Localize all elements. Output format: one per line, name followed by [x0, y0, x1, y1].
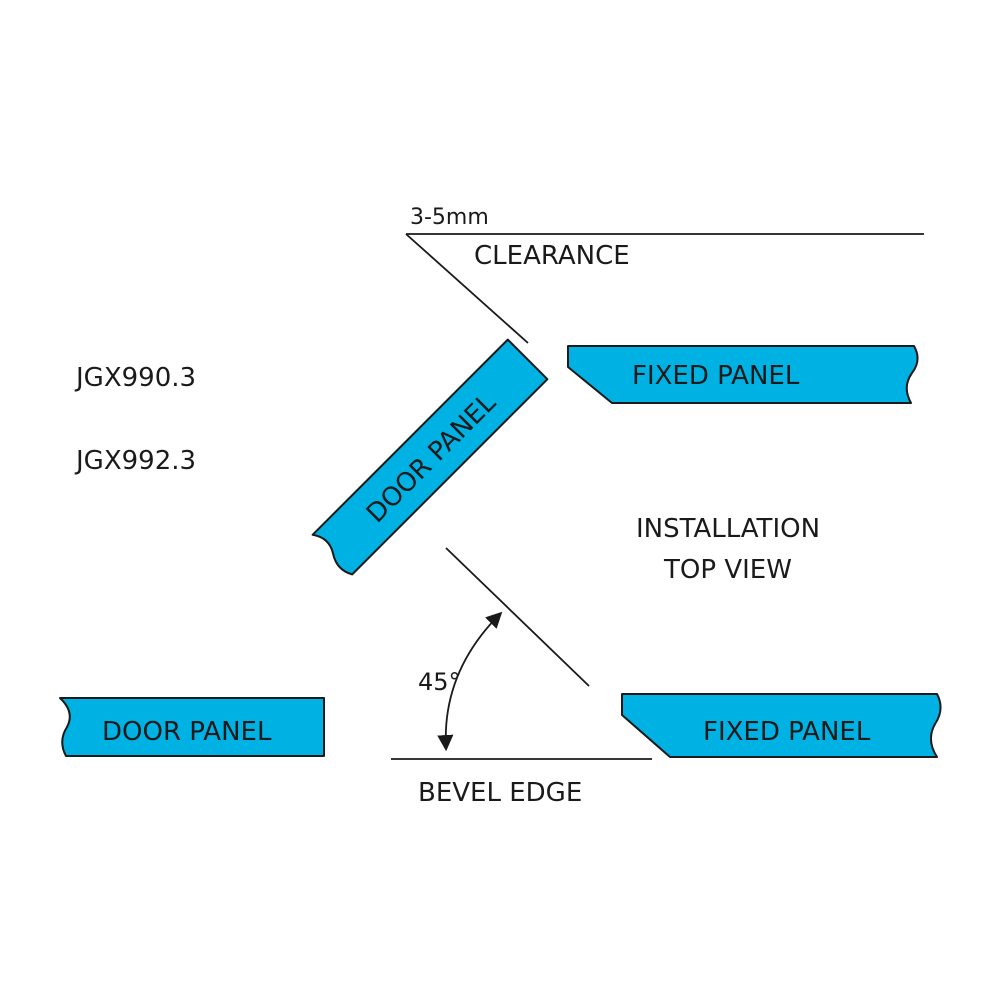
- clearance-diagonal-line: [405, 233, 529, 344]
- view-title-line1: INSTALLATION: [636, 514, 820, 544]
- fixed-panel-bottom-label: FIXED PANEL: [703, 717, 871, 747]
- fixed-panel-top-label: FIXED PANEL: [632, 361, 800, 391]
- clearance-label: CLEARANCE: [474, 241, 630, 271]
- door-panel-angled-shape: [311, 338, 549, 576]
- bevel-diagonal-line: [445, 547, 590, 687]
- fixed-panel-top: [567, 345, 919, 404]
- door-panel-angled: DOOR PANEL: [311, 338, 549, 576]
- model-number-2: JGX992.3: [74, 446, 196, 476]
- door-panel-angled-label: DOOR PANEL: [361, 388, 502, 529]
- clearance-value: 3-5mm: [410, 205, 489, 230]
- bevel-edge-label: BEVEL EDGE: [418, 778, 582, 808]
- fixed-panel-bottom: [621, 693, 942, 758]
- angle-arc-arrow: [437, 611, 503, 752]
- model-number-1: JGX990.3: [74, 363, 196, 393]
- view-title-line2: TOP VIEW: [663, 555, 792, 585]
- angle-value: 45°: [418, 668, 461, 696]
- door-panel-bottom: [59, 697, 325, 757]
- door-panel-bottom-label: DOOR PANEL: [102, 717, 272, 747]
